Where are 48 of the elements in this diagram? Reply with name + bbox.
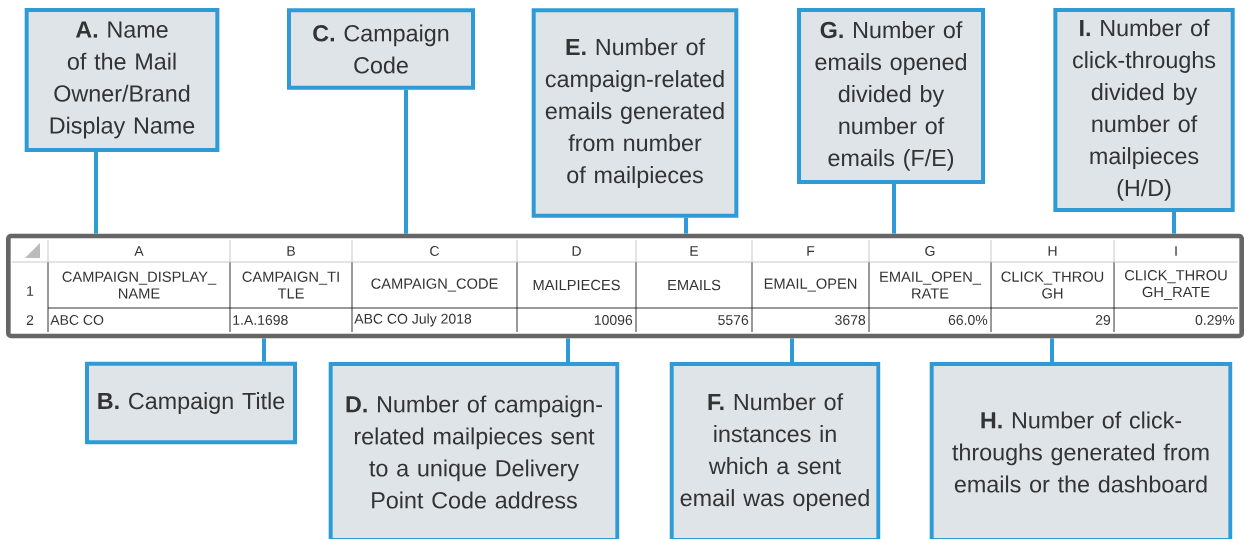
leader-line (566, 338, 570, 362)
column-letter: G (925, 246, 935, 256)
table-cell: ABC CO July 2018 (354, 313, 472, 327)
column-letter: E (690, 246, 699, 256)
callout-box: D. Number of campaign-related mailpieces sent to a unique Delivery Point Code address (328, 362, 620, 539)
column-letter: D (572, 246, 581, 256)
callout-box: G. Number of emails opened divided by number of emails (F/E) (797, 8, 985, 184)
table-cell: 5576 (718, 315, 749, 325)
callout-box: C. Campaign Code (287, 8, 475, 90)
column-header: EMAILS (668, 279, 721, 291)
leader-line (1050, 338, 1054, 362)
row-number: 1 (27, 286, 34, 296)
column-header: CAMPAIGN_DISPLAY_ NAME (62, 271, 217, 299)
row-number: 2 (26, 315, 34, 325)
column-letter: C (430, 246, 440, 256)
leader-line (404, 89, 408, 234)
table-cell: 0.29% (1195, 315, 1235, 325)
table-cell: 1.A.1698 (233, 315, 288, 325)
leader-line (790, 338, 794, 362)
callout-box: B. Campaign Title (85, 361, 297, 445)
column-header: MAILPIECES (533, 279, 620, 291)
callout-box: E. Number of campaign-related emails generated from number of mailpieces (531, 8, 739, 218)
table-cell: ABC CO (50, 315, 104, 325)
table-cell: 29 (1095, 315, 1111, 325)
column-header: EMAIL_OPEN (764, 278, 857, 292)
column-header: CLICK_THROU GH (1001, 271, 1104, 299)
column-header: CAMPAIGN_TI TLE (242, 271, 339, 299)
table-cell: 3678 (835, 315, 866, 325)
leader-line (892, 184, 896, 234)
leader-line (94, 152, 98, 234)
table-cell: 10096 (594, 315, 633, 325)
callout-box: A. Name of the Mail Owner/Brand Display Name (24, 8, 220, 152)
callout-box: F. Number of instances in which a sent email was opened (669, 362, 881, 539)
spreadsheet-table (6, 233, 1244, 339)
column-header: CAMPAIGN_CODE (371, 278, 498, 292)
callout-box: H. Number of click-throughs generated from emails or the dashboard (929, 362, 1233, 539)
leader-line (684, 217, 688, 234)
column-letter: A (134, 246, 144, 256)
callout-box: I. Number of click-throughs divided by number of mailpieces (H/D) (1053, 8, 1235, 212)
column-header: EMAIL_OPEN_ RATE (880, 271, 982, 299)
column-letter: F (807, 246, 815, 256)
leader-line (262, 338, 266, 362)
column-header: CLICK_THROU GH_RATE (1125, 270, 1227, 300)
leader-line (1172, 212, 1176, 234)
column-letter: B (287, 246, 295, 256)
column-letter: I (1175, 246, 1177, 256)
table-cell: 66.0% (948, 315, 988, 325)
column-letter: H (1048, 246, 1057, 256)
